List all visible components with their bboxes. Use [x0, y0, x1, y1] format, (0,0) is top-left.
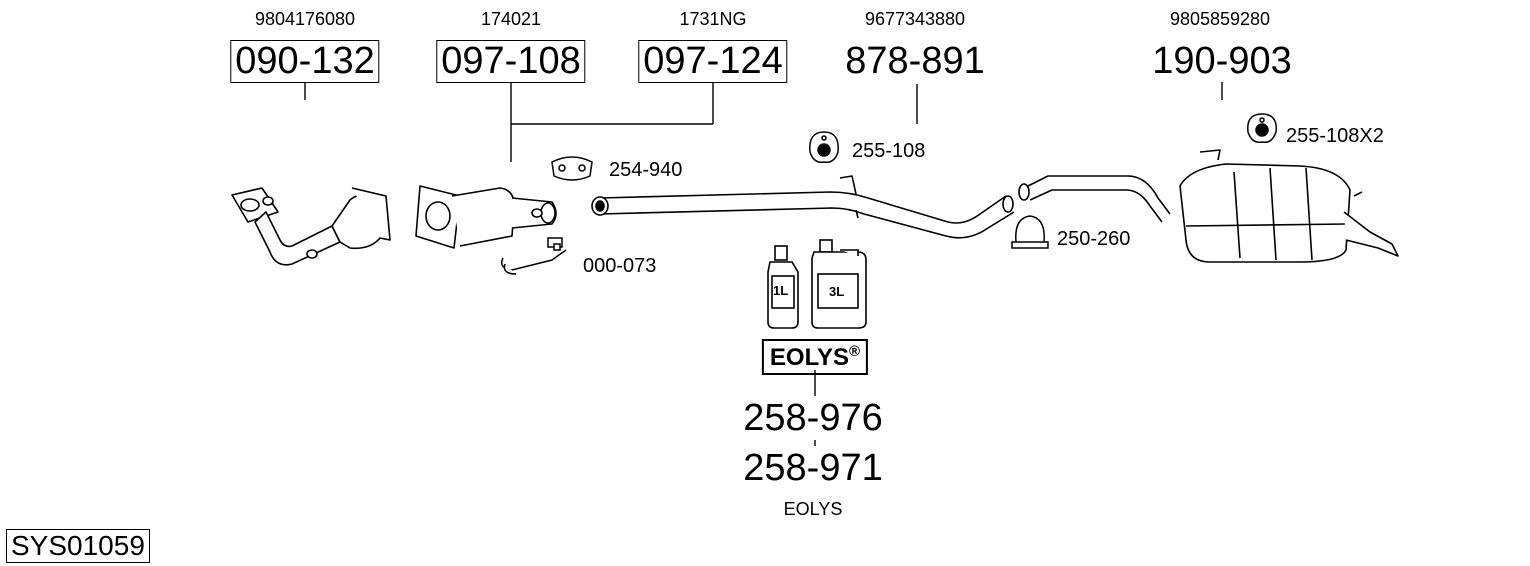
oxygen-sensor-icon: [500, 237, 567, 275]
part-number-3[interactable]: 097-124: [638, 40, 788, 83]
eolys-registered-mark: ®: [849, 343, 861, 360]
front-pipe-icon: [231, 187, 391, 266]
additive-number-1[interactable]: 258-976: [743, 397, 883, 439]
rubber-mount-pair-icon: [1247, 113, 1277, 144]
part-number-1[interactable]: 090-132: [230, 40, 380, 83]
fitting-255-108[interactable]: 255-108: [852, 140, 926, 162]
additive-bottle-3l-icon: [811, 239, 867, 329]
part-number-2[interactable]: 097-108: [436, 40, 586, 83]
part-number-4[interactable]: 878-891: [845, 40, 985, 82]
additive-bottle-1l-icon: [767, 245, 799, 329]
part-ref-4: 9677343880: [864, 9, 966, 29]
pipe-clamp-icon: [551, 156, 593, 181]
fitting-254-940[interactable]: 254-940: [609, 159, 683, 181]
middle-pipe-icon: [591, 175, 1015, 239]
eolys-brand: EOLYS: [769, 344, 850, 371]
rubber-mount-icon: [809, 131, 839, 164]
part-ref-5: 9805859280: [1169, 9, 1271, 29]
fitting-255-108x2[interactable]: 255-108X2: [1286, 125, 1384, 147]
eolys-brand-box: EOLYS®: [761, 339, 869, 375]
part-ref-1: 9804176080: [254, 9, 356, 29]
diagram-id: SYS01059: [6, 529, 150, 563]
catalytic-converter-icon: [415, 185, 557, 249]
part-ref-2: 174021: [480, 9, 542, 29]
bottle-small-label: 1L: [773, 283, 789, 298]
u-clamp-icon: [1011, 215, 1049, 249]
fitting-000-073[interactable]: 000-073: [583, 255, 657, 277]
additive-caption: EOLYS: [783, 499, 843, 519]
additive-number-2[interactable]: 258-971: [743, 447, 883, 489]
part-number-5[interactable]: 190-903: [1152, 40, 1292, 82]
bottle-large-label: 3L: [829, 284, 845, 299]
part-ref-3: 1731NG: [679, 9, 747, 29]
fitting-250-260[interactable]: 250-260: [1057, 228, 1131, 250]
rear-silencer-icon: [1018, 149, 1399, 263]
